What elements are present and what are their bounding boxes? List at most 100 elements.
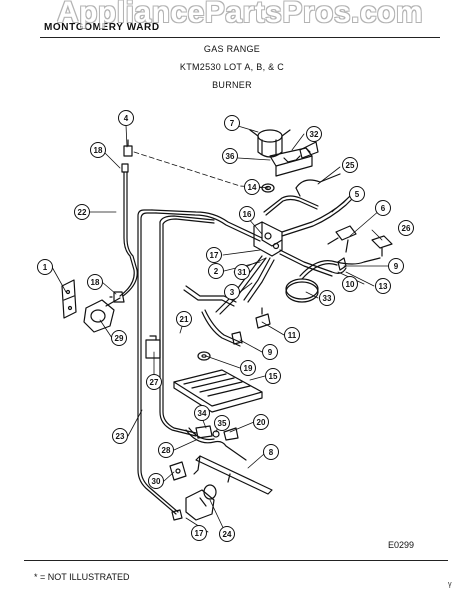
- oven-burner-8: [193, 455, 273, 495]
- callout-19: 19: [240, 360, 256, 376]
- callout-32-label: 32: [310, 130, 319, 139]
- valve-manifold-16: [253, 193, 355, 257]
- bracket-26: [371, 235, 393, 257]
- callout-2: 2: [208, 263, 224, 279]
- callout-13-label: 13: [379, 282, 388, 291]
- callout-17-top-label: 17: [210, 251, 219, 260]
- diagram-title-model: KTM2530 LOT A, B, & C: [179, 62, 285, 72]
- grommet-19: [197, 351, 211, 361]
- callout-9-lower-label: 9: [268, 348, 273, 357]
- burner-cap-33: [285, 278, 319, 303]
- callout-17-lower-label: 17: [195, 529, 204, 538]
- callout-25: 25: [342, 157, 358, 173]
- orifice-18-top: [121, 163, 129, 173]
- bracket-1: [61, 279, 77, 319]
- callout-35-label: 35: [218, 419, 227, 428]
- callout-14: 14: [244, 179, 260, 195]
- callout-2-label: 2: [214, 267, 219, 276]
- header-divider: [40, 37, 440, 38]
- callout-31-label: 31: [238, 268, 247, 277]
- callout-32: 32: [306, 126, 322, 142]
- callout-1-label: 1: [43, 263, 48, 272]
- callout-28: 28: [158, 442, 174, 458]
- callout-23: 23: [112, 428, 128, 444]
- callout-24: 24: [219, 526, 235, 542]
- callout-15: 15: [265, 368, 281, 384]
- heat-shield-15: [173, 369, 263, 413]
- fitting-17-lower: [171, 509, 183, 521]
- callout-21: 21: [176, 311, 192, 327]
- callout-6-label: 6: [381, 204, 386, 213]
- callout-15-label: 15: [269, 372, 278, 381]
- callout-14-label: 14: [248, 183, 257, 192]
- callout-25-label: 25: [346, 161, 355, 170]
- igniter-6: [327, 225, 357, 253]
- callout-10-label: 10: [346, 280, 355, 289]
- regulator-29: [83, 297, 121, 333]
- leader-lines: [51, 124, 389, 535]
- callout-26: 26: [398, 220, 414, 236]
- callout-9-right-label: 9: [394, 262, 399, 271]
- callout-18-top: 18: [90, 142, 106, 158]
- callout-7-label: 7: [230, 119, 235, 128]
- callout-29: 29: [111, 330, 127, 346]
- callout-8-label: 8: [269, 448, 274, 457]
- callout-34-label: 34: [198, 409, 207, 418]
- callout-24-label: 24: [223, 530, 232, 539]
- diagram-title-product: GAS RANGE: [203, 44, 261, 54]
- callout-9-lower: 9: [262, 344, 278, 360]
- electrode-9-lower: [231, 331, 243, 345]
- fitting-18-lower: [109, 291, 125, 303]
- valve-30: [169, 461, 187, 481]
- callout-1: 1: [37, 259, 53, 275]
- callout-7: 7: [224, 115, 240, 131]
- bracket-36: [269, 147, 313, 177]
- callout-22: 22: [74, 204, 90, 220]
- callout-27: 27: [146, 374, 162, 390]
- callout-16: 16: [239, 206, 255, 222]
- brand-name: MONTGOMERY WARD: [44, 22, 160, 33]
- callout-29-label: 29: [115, 334, 124, 343]
- igniter-wire-10: [299, 257, 381, 280]
- callout-3: 3: [224, 284, 240, 300]
- callout-4: 4: [118, 110, 134, 126]
- grommet-14: [261, 183, 275, 193]
- callout-11: 11: [284, 327, 300, 343]
- spark-electrode-11: [255, 307, 271, 329]
- electrode-9: [337, 257, 347, 271]
- callout-16-label: 16: [243, 210, 252, 219]
- callout-36: 36: [222, 148, 238, 164]
- callout-9-right: 9: [388, 258, 404, 274]
- callout-10: 10: [342, 276, 358, 292]
- clip-32: [299, 141, 319, 159]
- footer-divider: [24, 560, 448, 561]
- callout-34: 34: [194, 405, 210, 421]
- safety-valve-24: [185, 484, 217, 521]
- callout-5: 5: [349, 186, 365, 202]
- valve-27: [145, 335, 161, 359]
- callout-19-label: 19: [244, 364, 253, 373]
- clip-20: [223, 427, 239, 441]
- not-illustrated-note: * = NOT ILLUSTRATED: [34, 572, 130, 582]
- callout-8: 8: [263, 444, 279, 460]
- callout-23-label: 23: [116, 432, 125, 441]
- callout-17-lower: 17: [191, 525, 207, 541]
- callout-20-label: 20: [257, 418, 266, 427]
- callout-20: 20: [253, 414, 269, 430]
- callout-36-label: 36: [226, 152, 235, 161]
- callout-6: 6: [375, 200, 391, 216]
- scan-mark: ᵞ: [448, 580, 452, 592]
- callout-30-label: 30: [152, 477, 161, 486]
- orifice-4: [123, 139, 133, 157]
- callout-3-label: 3: [230, 288, 235, 297]
- callout-30: 30: [148, 473, 164, 489]
- callout-21-label: 21: [180, 315, 189, 324]
- callout-35: 35: [214, 415, 230, 431]
- tube-22: [119, 171, 138, 297]
- callout-18-lower: 18: [87, 274, 103, 290]
- screw-35: [212, 430, 220, 438]
- wire-25: [295, 173, 341, 197]
- callout-11-label: 11: [288, 331, 297, 340]
- callout-18-top-label: 18: [94, 146, 103, 155]
